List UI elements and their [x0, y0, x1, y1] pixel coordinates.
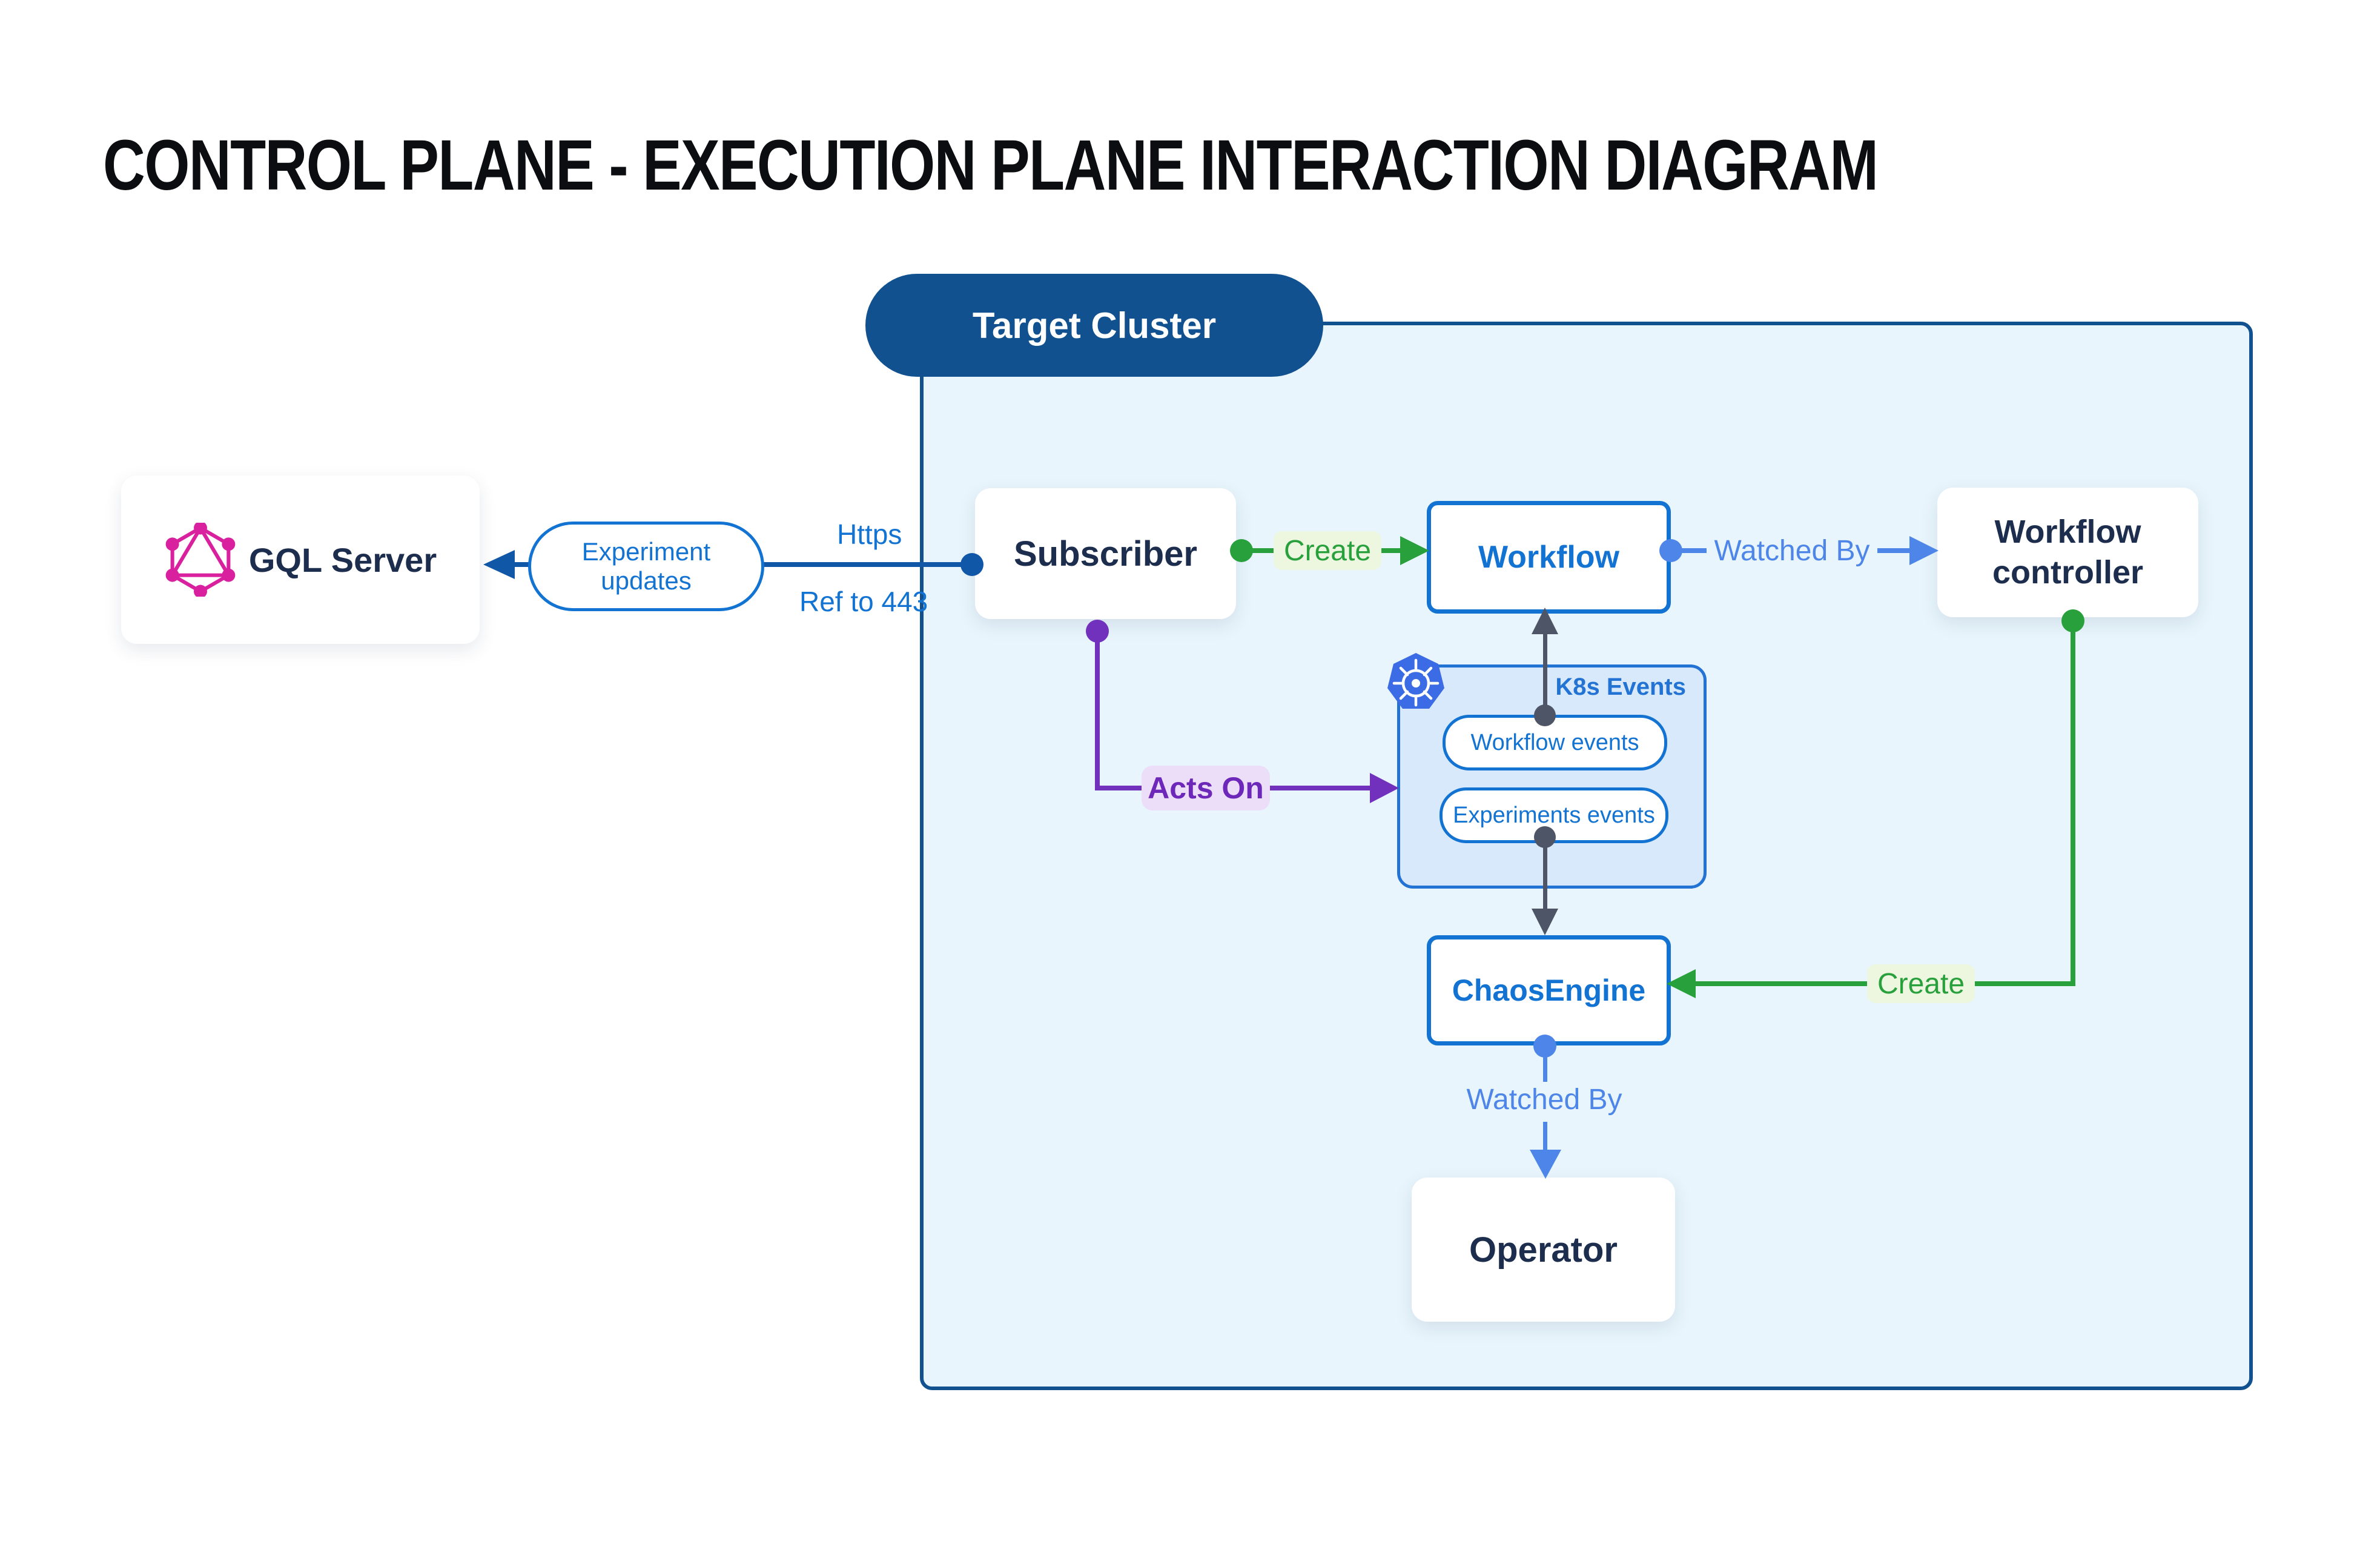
https-port-label: Ref to 443	[799, 586, 928, 617]
experiments-events-dot	[1534, 826, 1556, 848]
https-line-left	[511, 562, 535, 567]
target-cluster-badge: Target Cluster	[865, 274, 1323, 377]
watched-by-operator-arrowhead	[1530, 1150, 1561, 1179]
node-operator: Operator	[1412, 1178, 1675, 1322]
acts-on-dot	[1086, 620, 1109, 643]
acts-on-label: Acts On	[1142, 766, 1270, 810]
create-chaosengine-label: Create	[1867, 964, 1975, 1003]
watched-by-operator-label: Watched By	[1466, 1083, 1622, 1116]
page-title: CONTROL PLANE - EXECUTION PLANE INTERACT…	[103, 125, 1879, 205]
create-chaosengine-vline	[2071, 629, 2075, 986]
create-workflow-dot	[1230, 539, 1253, 562]
node-workflow-controller: Workflow controller	[1937, 488, 2198, 617]
https-line-right	[757, 562, 975, 567]
gql-server-label: GQL Server	[248, 540, 437, 579]
watched-by-operator-dot	[1533, 1035, 1556, 1058]
create-workflow-arrowhead	[1400, 536, 1429, 565]
create-chaosengine-arrowhead	[1667, 969, 1696, 998]
create-chaosengine-dot	[2061, 609, 2084, 632]
k8s-events-label: K8s Events	[1555, 674, 1686, 700]
acts-on-arrowhead	[1370, 773, 1399, 803]
watched-by-controller-arrowhead	[1909, 536, 1939, 565]
subscriber-label: Subscriber	[1014, 534, 1197, 574]
node-subscriber: Subscriber	[975, 488, 1236, 619]
watched-by-operator-line-bottom	[1543, 1122, 1547, 1153]
watched-by-controller-dot	[1659, 539, 1682, 562]
chaos-engine-label: ChaosEngine	[1452, 973, 1646, 1007]
watched-by-operator-line-top	[1543, 1055, 1547, 1082]
acts-on-vline	[1095, 639, 1100, 790]
k8s-to-chaosengine-arrowhead	[1532, 909, 1558, 935]
https-endpoint-dot	[960, 553, 983, 576]
workflow-events-pill: Workflow events	[1443, 715, 1667, 770]
workflow-controller-label: Workflow controller	[1992, 513, 2144, 591]
workflow-events-dot	[1534, 704, 1556, 726]
workflow-label: Workflow	[1478, 540, 1620, 575]
https-arrowhead-to-gql	[483, 550, 515, 579]
k8s-chaosengine-line	[1543, 837, 1547, 911]
k8s-to-workflow-arrowhead	[1532, 608, 1558, 634]
target-cluster-label: Target Cluster	[972, 305, 1217, 346]
experiments-events-pill: Experiments events	[1440, 787, 1668, 843]
https-protocol-label: Https	[837, 519, 902, 550]
k8s-events-box	[1397, 664, 1707, 889]
watched-by-controller-label: Watched By	[1707, 531, 1877, 571]
graphql-icon	[164, 521, 237, 598]
node-chaos-engine: ChaosEngine	[1427, 935, 1671, 1045]
create-workflow-label: Create	[1274, 531, 1381, 570]
workflow-k8s-line	[1543, 630, 1547, 716]
operator-label: Operator	[1469, 1230, 1618, 1270]
kubernetes-icon	[1386, 652, 1446, 712]
node-gql-server: GQL Server	[121, 475, 480, 644]
node-workflow: Workflow	[1427, 501, 1671, 614]
experiment-updates-label: Experiment updates	[528, 522, 764, 611]
